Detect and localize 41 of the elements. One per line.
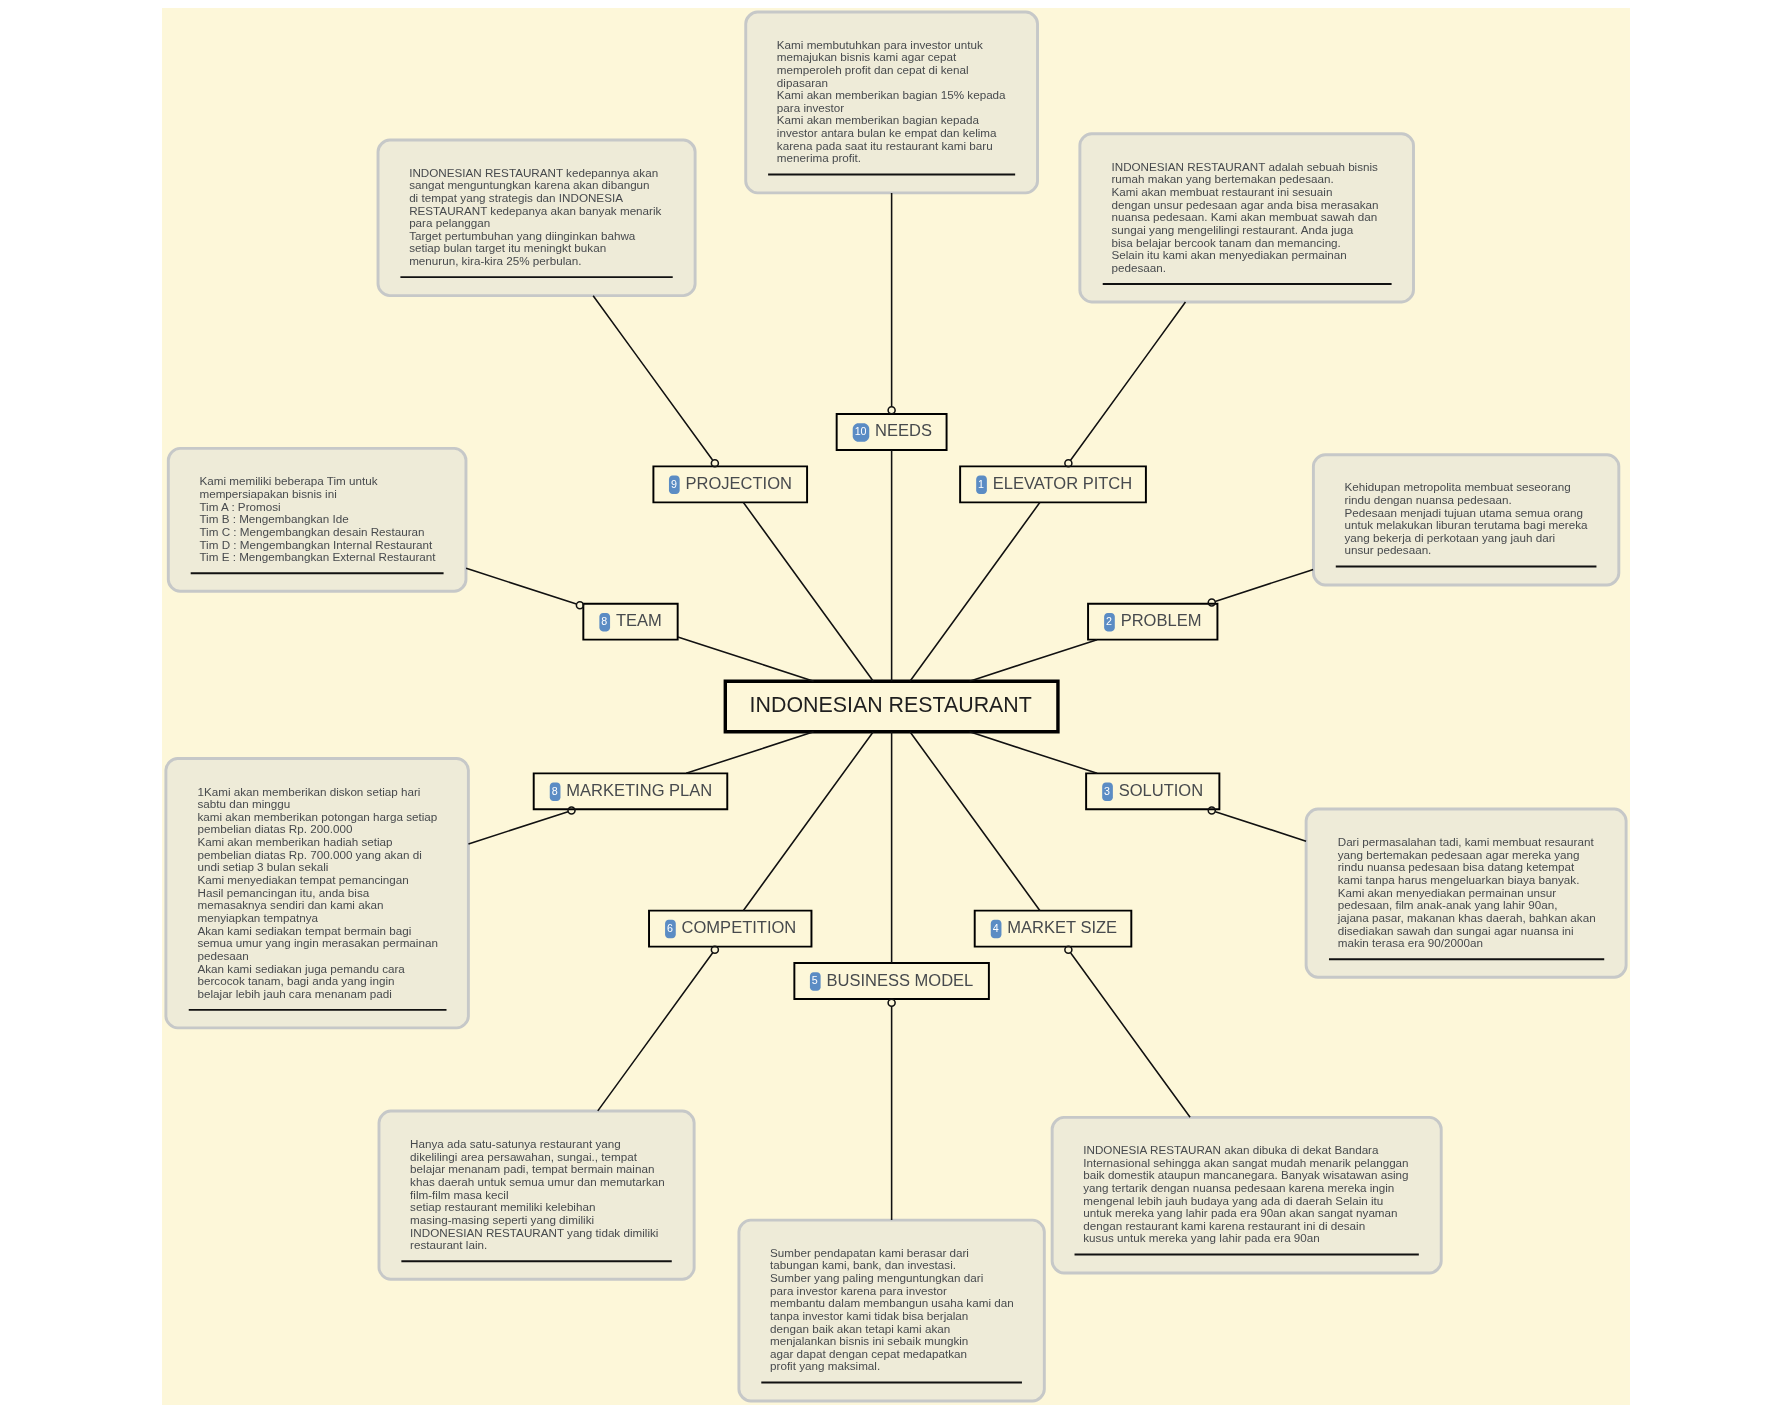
connector xyxy=(685,731,815,775)
node-box: 8 MARKETING PLAN xyxy=(532,772,729,811)
connector xyxy=(887,998,896,1221)
connector xyxy=(909,731,1041,912)
connector xyxy=(890,731,893,964)
connector xyxy=(467,806,576,845)
node-box: Kami memiliki beberapa Tim untuk mempersiapakan bisnis ini Tim A : Promosi Tim B : Mengembangkan Ide Tim C : Mengembangkan desain Restauran Tim D : Mengembangkan Internal Restaurant Tim E : Mengembangkan External Restaurant xyxy=(166,446,468,593)
connector xyxy=(1207,806,1307,842)
node-box: INDONESIAN RESTAURANT kedepannya akan sangat menguntungkan karena akan dibangun di tempat yang strategis dan INDONESIA RESTAURANT kedepanya akan banyak menarik para pelanggan Target pertumbuhan yang diinginkan bahwa setiap bulan target itu meningkt bukan menurun, kira-kira 25% perbulan. xyxy=(376,138,697,298)
connector xyxy=(465,567,585,610)
node-box: 8 TEAM xyxy=(582,602,679,641)
node-box: Hanya ada satu-satunya restaurant yang dikelilingi area persawahan, sungai., tempat belajar menanam padi, tempat bermain mainan khas daerah untuk semua umur dan memutarkan film-film masa kecil setiap restaurant memiliki kelebihan masing-masing seperti yang dimiliki INDONESIAN RESTAURANT yang tidak dimiliki restaurant lain. xyxy=(377,1109,696,1281)
node-box: 1 ELEVATOR PITCH xyxy=(959,465,1147,504)
connector xyxy=(1064,301,1187,468)
node-box: 10 NEEDS xyxy=(835,412,948,451)
node-box: Kehidupan metropolita membuat seseorang rindu dengan nuansa pedesaan. Pedesaan menjadi tujuan utama semua orang untuk melakukan liburan terutama bagi mereka yang bekerja di perkotaan yang jauh dari unsur pedesaan. xyxy=(1311,453,1621,587)
node-box: 1Kami akan memberikan diskon setiap hari sabtu dan minggu kami akan memberikan potongan harga setiap pembelian diatas Rp. 200.000 Kami akan memberikan hadiah setiap pembelian diatas Rp. 700.000 yang akan di undi setiap 3 bulan sekali Kami menyediakan tempat pemancingan Hasil pemancingan itu, anda bisa memasaknya sendiri dan kami akan menyiapkan tempatnya Akan kami sediakan tempat bermain bagi semua umur yang ingin merasakan permainan pedesaan Akan kami sediakan juga pemandu cara bercocok tanam, bagi anda yang ingin belajar lebih jauh cara menanam padi xyxy=(164,757,470,1030)
connector xyxy=(592,294,720,468)
connector xyxy=(677,636,815,682)
node-box: 3 SOLUTION xyxy=(1085,772,1221,811)
node-box: Dari permasalahan tadi, kami membuat resaurant yang bertemakan pedesaan agar mereka yang rindu nuansa pedesaan bisa datang ketempat kami tanpa harus mengeluarkan biaya banyak. Kami akan menyediakan permainan unsur pedesaan, film anak-anak yang lahir 90an, jajana pasar, makanan khas daerah, bahkan akan disediakan sawah dan sungai agar nuansa ini makin terasa era 90/2000an xyxy=(1304,807,1628,979)
node-box: Kami membutuhkan para investor untuk memajukan bisnis kami agar cepat memperoleh profit dan cepat di kenal dipasaran Kami akan memberikan bagian 15% kepada para investor Kami akan memberikan bagian kepada investor antara bulan ke empat dan kelima karena pada saat itu restaurant kami baru menerima profit. xyxy=(744,10,1039,195)
node-box: INDONESIA RESTAURAN akan dibuka di dekat Bandara Internasional sehingga akan sangat mudah menarik pelanggan baik domestik ataupun mancanegara. Banyak wisatawan asing yang tertarik dengan nuansa pedesaan karena mereka ingin mengenal lebih jauh budaya yang ada di daerah Selain itu untuk mereka yang lahir pada era 90an akan sangat nyaman dengan restaurant kami karena restaurant ini di desain kusus untuk mereka yang lahir pada era 90an xyxy=(1050,1115,1443,1275)
connector xyxy=(1064,945,1191,1119)
connector xyxy=(887,192,896,415)
node-box: INDONESIAN RESTAURANT adalah sebuah bisnis rumah makan yang bertemakan pedesaan. Kami akan membuat restaurant ini sesuain dengan unsur pedesaan agar anda bisa merasakan nuansa pedesaan. Kami akan membuat sawah dan sungai yang mengelilingi restaurant. Anda juga bisa belajar bercook tanam dan memancing. Selain itu kami akan menyediakan permainan pedesaan. xyxy=(1078,132,1415,304)
connector xyxy=(890,449,893,682)
node-box: 2 PROBLEM xyxy=(1087,602,1219,641)
connector xyxy=(968,731,1098,775)
node-box: 4 MARKET SIZE xyxy=(973,909,1133,948)
node-box: Sumber pendapatan kami berasar dari tabungan kami, bank, dan investasi. Sumber yang paling menguntungkan dari para investor karena para investor membantu dalam membangun usaha kami dan tanpa investor kami tidak bisa berjalan dengan baik akan tetapi kami akan menjalankan bisnis ini sebaik mungkin agar dapat dengan cepat medapatkan profit yang maksimal. xyxy=(737,1218,1046,1403)
node-box: 5 BUSINESS MODEL xyxy=(793,962,990,1001)
connector xyxy=(968,638,1098,682)
connector xyxy=(742,501,874,682)
connector xyxy=(597,945,720,1112)
node-box: INDONESIAN RESTAURANT xyxy=(723,679,1060,734)
node-box: 6 COMPETITION xyxy=(648,909,813,948)
connector xyxy=(1207,568,1314,607)
node-box: 9 PROJECTION xyxy=(652,465,809,504)
connector xyxy=(909,501,1041,682)
connector xyxy=(742,731,874,912)
